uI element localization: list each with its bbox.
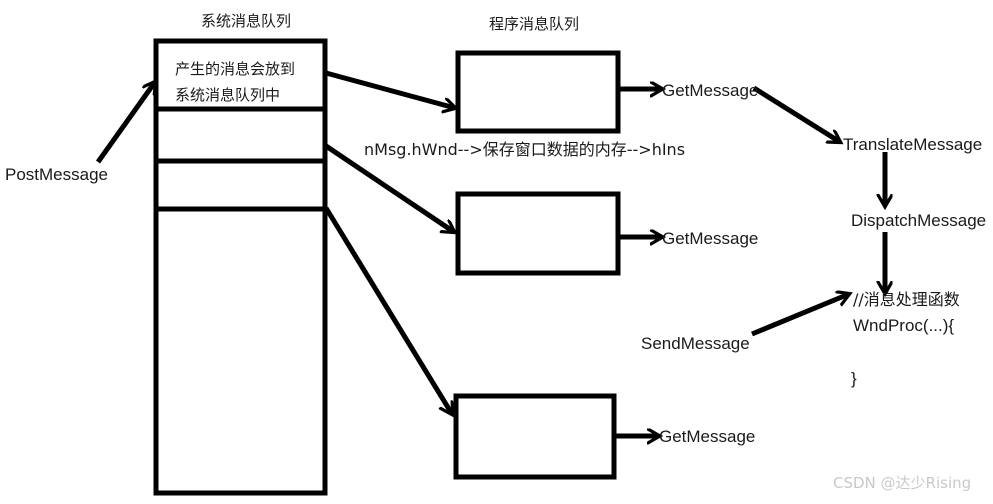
hwnd-mapping-note: nMsg.hWnd-->保存窗口数据的内存-->hIns — [364, 140, 686, 159]
program-queue-box-1 — [455, 50, 621, 134]
program-queue-title: 程序消息队列 — [489, 15, 580, 33]
wndproc-close-brace: } — [851, 369, 857, 388]
arrow-postmessage — [95, 82, 155, 164]
arrow-sendmessage-to-wndproc — [751, 294, 849, 337]
csdn-watermark: CSDN @达少Rising — [833, 474, 972, 492]
program-queue-box-3 — [453, 393, 617, 480]
system-queue-cell-line2: 系统消息队列中 — [175, 86, 281, 104]
dispatchmessage-label: DispatchMessage — [851, 211, 987, 230]
system-queue-cell-line1: 产生的消息会放到 — [175, 60, 296, 78]
wndproc-signature: WndProc(...){ — [853, 316, 955, 335]
arrow-sysqueue-to-pq1 — [325, 70, 455, 108]
postmessage-label: PostMessage — [5, 165, 108, 184]
getmessage-label-1: GetMessage — [662, 81, 759, 100]
translatemessage-label: TranslateMessage — [843, 135, 983, 154]
system-queue-title: 系统消息队列 — [201, 12, 292, 30]
arrow-sysqueue-to-pq3 — [323, 206, 452, 414]
program-queue-box-2 — [455, 191, 621, 276]
arrow-getmessage-to-translate — [752, 85, 840, 142]
wndproc-comment: //消息处理函数 — [853, 290, 960, 309]
sendmessage-label: SendMessage — [641, 334, 750, 353]
getmessage-label-2: GetMessage — [662, 229, 759, 248]
arrow-sysqueue-to-pq2 — [324, 143, 454, 232]
system-queue-box — [153, 38, 328, 496]
getmessage-label-3: GetMessage — [659, 427, 756, 446]
